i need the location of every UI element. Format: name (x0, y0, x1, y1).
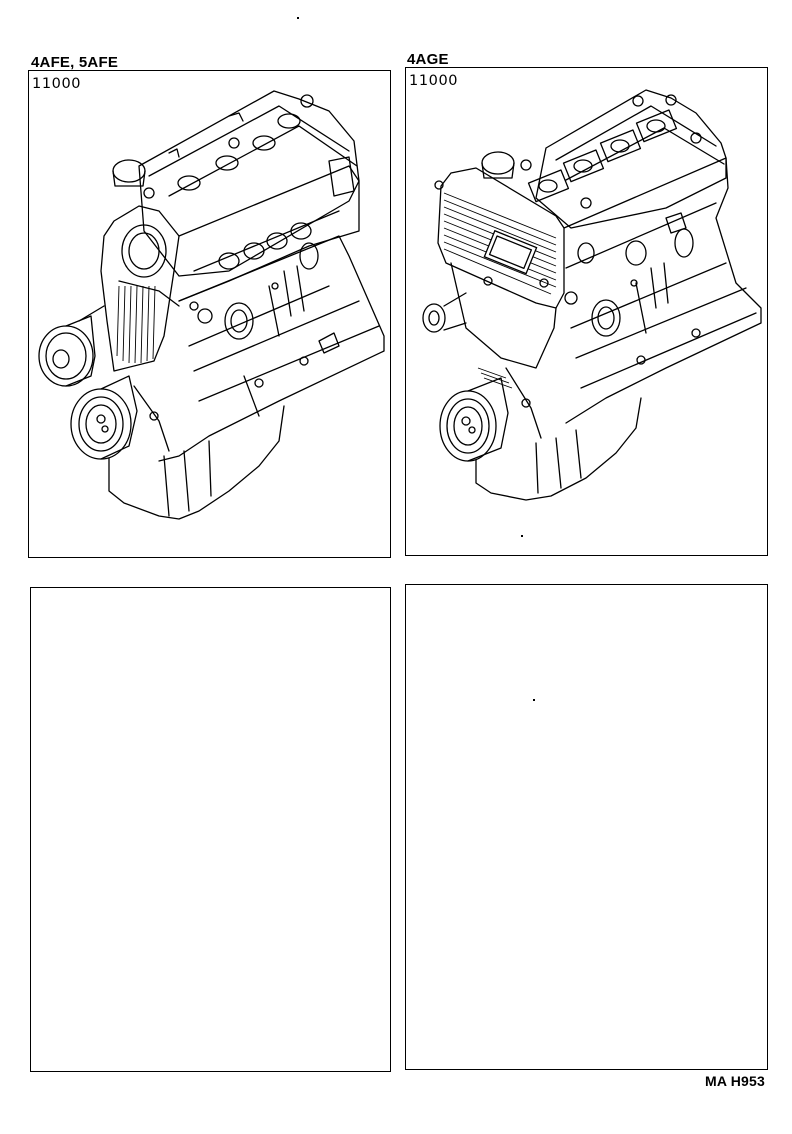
part-code-11000[interactable]: 11000 (32, 76, 82, 92)
panel-empty-bottom-right (405, 584, 768, 1070)
panel-empty-bottom-left (30, 587, 391, 1072)
panel-4afe-5afe: 11000 (28, 70, 391, 558)
scan-speck (533, 699, 535, 701)
part-code-11000[interactable]: 11000 (409, 73, 459, 89)
engine-4afe-5afe-illustration[interactable] (29, 71, 389, 556)
panel-4age: 11000 (405, 67, 768, 556)
scan-speck (521, 535, 523, 537)
figure-code: MA H953 (704, 1073, 765, 1089)
panel-label-4afe-5afe: 4AFE, 5AFE (31, 54, 119, 71)
engine-4age-illustration[interactable] (406, 68, 766, 554)
panel-label-4age: 4AGE (407, 51, 449, 68)
scan-speck (297, 17, 299, 19)
